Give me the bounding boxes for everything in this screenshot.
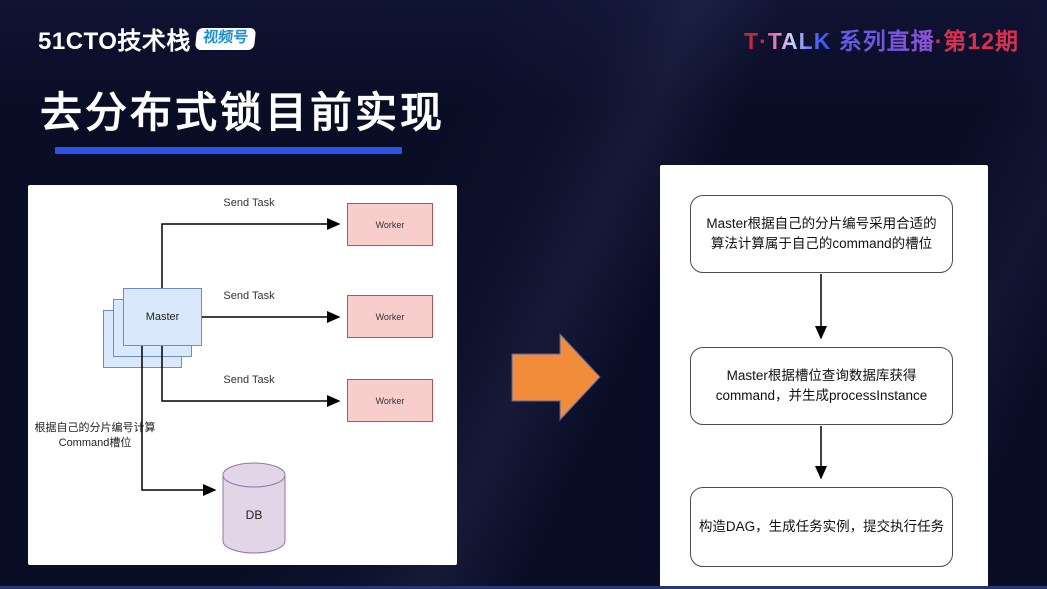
flow-step-1: Master根据自己的分片编号采用合适的 算法计算属于自己的command的槽位 (690, 195, 953, 273)
send-task-label-2: Send Task (223, 290, 275, 302)
brand-logo: 51CTO技术栈 视频号 (38, 21, 257, 56)
send-task-label-1: Send Task (223, 197, 275, 209)
series-title-seg3: 系列直播 (831, 28, 935, 54)
series-title-seg4: ·第12期 (934, 28, 1019, 54)
db-label: DB (245, 508, 263, 522)
series-title-seg1: T· (744, 28, 768, 54)
master-flow-panel: Master根据自己的分片编号采用合适的 算法计算属于自己的command的槽位… (660, 165, 988, 587)
slot-calculation-note: 根据自己的分片编号计算 Command槽位 (34, 422, 156, 449)
series-title-seg2: TALK (767, 28, 832, 54)
master-worker-diagram-panel: Master Worker Worker Worker Send Task Se… (28, 185, 457, 565)
master-box: Master (123, 288, 202, 346)
video-channel-badge: 视频号 (194, 27, 257, 50)
series-title: T·TALK 系列直播·第12期 (744, 22, 1019, 56)
bottom-edge-line (0, 586, 1047, 589)
worker-box-2: Worker (347, 295, 433, 338)
worker-box-1: Worker (347, 203, 433, 246)
arrow-master-to-worker1 (161, 218, 341, 288)
flow-step-3: 构造DAG，生成任务实例，提交执行任务 (690, 487, 953, 567)
worker-box-3: Worker (347, 379, 433, 422)
brand-logo-text: 51CTO技术栈 (38, 28, 191, 55)
transition-arrow-icon (511, 332, 601, 422)
title-underline (55, 147, 402, 154)
flow-step-2: Master根据槽位查询数据库获得 command，并生成processInst… (690, 347, 953, 425)
send-task-label-3: Send Task (223, 374, 275, 386)
page-title: 去分布式锁目前实现 (40, 89, 446, 136)
